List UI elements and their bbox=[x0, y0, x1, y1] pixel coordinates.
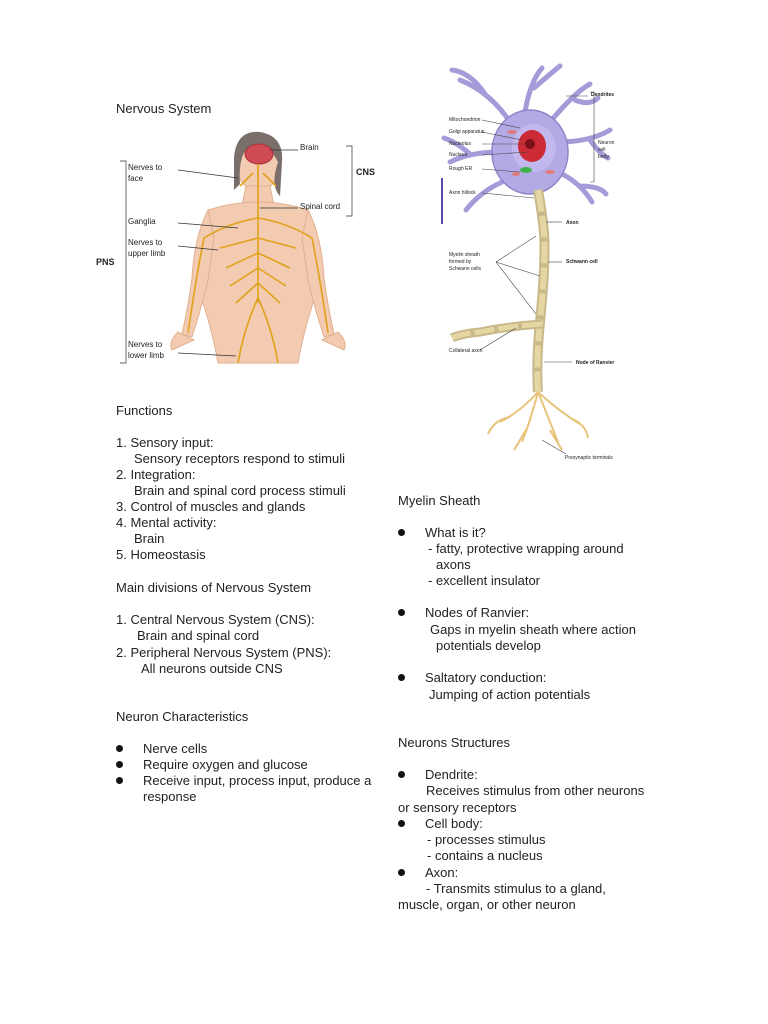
label-schwann-cell: Schwann cell bbox=[566, 259, 598, 265]
label-ganglia: Ganglia bbox=[128, 217, 156, 226]
functions-line: 1. Sensory input: bbox=[116, 435, 214, 450]
functions-line: 3. Control of muscles and glands bbox=[116, 499, 306, 514]
myelin-what-line: - excellent insulator bbox=[428, 573, 540, 588]
cellbody-label: Cell body: bbox=[425, 816, 483, 831]
functions-line: 2. Integration: bbox=[116, 467, 196, 482]
label-golgi: Golgi apparatus bbox=[449, 129, 485, 135]
label-neuron-cell-body-3: body bbox=[598, 154, 609, 160]
axon-line: - Transmits stimulus to a gland, bbox=[426, 881, 606, 896]
label-neuron-cell-body-2: cell bbox=[598, 147, 606, 153]
bullet-icon bbox=[116, 777, 123, 784]
list-item-continued: response bbox=[143, 789, 197, 804]
dendrite-line: or sensory receptors bbox=[398, 800, 517, 815]
dendrite-line: Receives stimulus from other neurons bbox=[426, 783, 645, 798]
label-nerves-upper-2: upper limb bbox=[128, 249, 166, 258]
list-item: Receive input, process input, produce a bbox=[143, 773, 372, 788]
label-pns: PNS bbox=[96, 257, 115, 267]
axon-line: muscle, organ, or other neuron bbox=[398, 897, 576, 912]
bullet-icon bbox=[398, 820, 405, 827]
functions-line: 4. Mental activity: bbox=[116, 515, 217, 530]
label-nerves-face-1: Nerves to bbox=[128, 163, 163, 172]
label-myelin-sheath-1: Myelin sheath bbox=[449, 252, 480, 258]
label-cns: CNS bbox=[356, 167, 376, 177]
label-neuron-cell-body-1: Neuron bbox=[598, 140, 615, 146]
divisions-heading: Main divisions of Nervous System bbox=[116, 580, 312, 595]
bullet-icon bbox=[398, 609, 405, 616]
divisions-line: 1. Central Nervous System (CNS): bbox=[116, 612, 315, 627]
axon-label: Axon: bbox=[425, 865, 459, 880]
label-mitochondrion: Mitochondrion bbox=[449, 117, 481, 123]
label-spinal-cord: Spinal cord bbox=[300, 202, 341, 211]
page-title: Nervous System bbox=[116, 101, 212, 116]
functions-line: Sensory receptors respond to stimuli bbox=[134, 451, 345, 466]
bullet-icon bbox=[116, 761, 123, 768]
bullet-icon bbox=[398, 771, 405, 778]
cellbody-line: - processes stimulus bbox=[427, 832, 546, 847]
functions-heading: Functions bbox=[116, 403, 173, 418]
myelin-what-line: axons bbox=[436, 557, 471, 572]
label-dendrites: Dendrites bbox=[591, 92, 615, 98]
bullet-icon bbox=[398, 529, 405, 536]
neuron-characteristics-heading: Neuron Characteristics bbox=[116, 709, 249, 724]
functions-line: Brain bbox=[134, 531, 165, 546]
list-item: Require oxygen and glucose bbox=[143, 757, 308, 772]
functions-line: 5. Homeostasis bbox=[116, 547, 206, 562]
label-nerves-lower-1: Nerves to bbox=[128, 340, 163, 349]
label-nucleus: Nucleus bbox=[449, 152, 468, 158]
label-nerves-face-2: face bbox=[128, 174, 144, 183]
bullet-icon bbox=[398, 674, 405, 681]
nodes-line: potentials develop bbox=[436, 638, 541, 653]
label-collateral-axon: Collateral axon bbox=[449, 348, 483, 354]
label-rough-er: Rough ER bbox=[449, 166, 473, 172]
label-brain: Brain bbox=[300, 143, 319, 152]
divisions-line: 2. Peripheral Nervous System (PNS): bbox=[116, 645, 332, 660]
label-nerves-upper-1: Nerves to bbox=[128, 238, 163, 247]
myelin-what-label: What is it? bbox=[425, 525, 486, 540]
label-axon-hillock: Axon hillock bbox=[449, 190, 476, 196]
label-myelin-sheath-3: Schwann cells bbox=[449, 266, 481, 272]
bullet-icon bbox=[116, 745, 123, 752]
myelin-what-line: - fatty, protective wrapping around bbox=[428, 541, 624, 556]
saltatory-line: Jumping of action potentials bbox=[429, 687, 591, 702]
saltatory-label: Saltatory conduction: bbox=[425, 670, 547, 685]
label-nerves-lower-2: lower limb bbox=[128, 351, 165, 360]
myelin-heading: Myelin Sheath bbox=[398, 493, 481, 508]
nervous-system-figure bbox=[120, 131, 353, 364]
nodes-line: Gaps in myelin sheath where action bbox=[430, 622, 636, 637]
bullet-icon bbox=[398, 869, 405, 876]
label-nucleolus: Nucleolus bbox=[449, 141, 471, 147]
cellbody-line: - contains a nucleus bbox=[427, 848, 543, 863]
label-myelin-sheath-2: formed by bbox=[449, 259, 472, 265]
functions-line: Brain and spinal cord process stimuli bbox=[134, 483, 346, 498]
nodes-label: Nodes of Ranvier: bbox=[425, 605, 530, 620]
structures-heading: Neurons Structures bbox=[398, 735, 510, 750]
label-axon: Axon bbox=[566, 220, 579, 226]
neuron-figure bbox=[441, 63, 613, 455]
divisions-line: Brain and spinal cord bbox=[137, 628, 260, 643]
divisions-line: All neurons outside CNS bbox=[141, 661, 283, 676]
dendrite-label: Dendrite: bbox=[425, 767, 478, 782]
list-item: Nerve cells bbox=[143, 741, 208, 756]
label-node-of-ranvier: Node of Ranvier bbox=[576, 360, 615, 366]
label-presynaptic-terminals: Presynaptic terminals bbox=[565, 455, 613, 461]
